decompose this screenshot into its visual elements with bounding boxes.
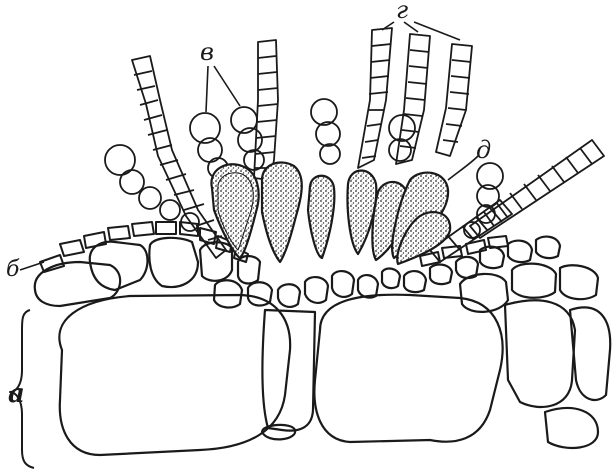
label-b: б	[6, 257, 20, 282]
label-v: в	[200, 38, 214, 66]
sporangia	[211, 162, 450, 264]
label-g: г	[396, 0, 408, 24]
large-basal-cells	[35, 262, 610, 455]
label-d: д	[476, 136, 491, 164]
label-a: а	[8, 379, 25, 409]
